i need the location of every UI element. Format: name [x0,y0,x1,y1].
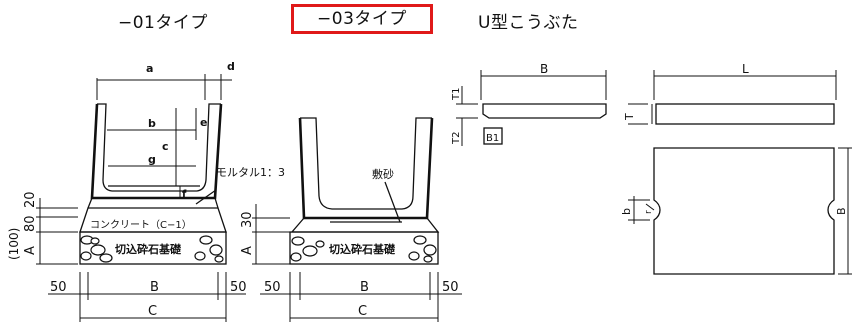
type03-dim-A: A [240,246,255,255]
cover-section-profile [482,103,607,119]
type03-gravel-stones [290,235,437,263]
type01-dim-B: B [150,280,159,295]
type01-gravel-stones [80,235,224,263]
type01-dim-50-right: 50 [230,280,247,295]
type01-dim-50-left: 50 [50,280,67,295]
type01-channel-inner [97,103,221,192]
cover-dim-b: b [620,208,633,215]
cover-section-drawing: B T1 T2 B1 [451,62,607,146]
type01-dim-f: f [182,189,187,200]
cover-plan-drawing: B b r [620,147,852,275]
type01-gravel-base [79,231,227,265]
type03-dim-30: 30 [240,211,255,228]
type03-dim-B: B [360,280,369,295]
cover-dim-L: L [742,62,749,76]
type01-dim-80: 80 [23,215,38,232]
type03-dim-50-right: 50 [442,280,459,295]
cover-dim-T2: T2 [451,132,462,145]
cover-dim-B: B [540,62,548,76]
type01-dim-e: e [200,116,207,129]
type01-dim-C: C [148,304,157,319]
type03-title-highlighted[interactable]: −03タイプ [291,4,433,34]
type03-gravel-base [289,231,439,265]
type01-dim-c: c [162,140,169,153]
type03-dim-C: C [358,304,367,319]
type01-channel-outer [90,103,223,200]
type01-dim-d: d [227,60,235,73]
type01-title: −01タイプ [118,13,208,33]
type01-dim-A: A [23,246,38,255]
type03-channel-inner [300,117,432,210]
type03-channel-outer [298,117,434,220]
cover-plan-outline [653,147,835,275]
type01-dim-a: a [146,62,153,75]
cover-dim-B1: B1 [486,133,499,144]
type01-gravel-label: 切込砕石基礎 [115,242,182,256]
type03-gravel-label: 切込砕石基礎 [329,242,396,256]
type01-drawing: 切込砕石基礎 コンクリート（C−1） モルタル1：3 a d b c e g f… [7,60,285,322]
type01-dim-g: g [148,153,156,166]
type01-dim-b: b [148,117,156,130]
cover-dim-T: T [623,113,636,121]
cover-dim-r: r [644,210,654,214]
cover-side-profile [655,103,835,125]
type03-dim-50-left: 50 [264,280,281,295]
cover-dim-B-side: B [835,207,848,215]
type03-drawing: 敷砂 切込砕石基礎 30 A 50 B 50 C [240,117,462,322]
u-cover-title: U型こうぶた [478,13,579,33]
type01-dim-20: 20 [23,191,38,208]
cover-side-drawing: L T [623,62,837,125]
type03-sand-label: 敷砂 [372,167,394,181]
cover-dim-T1: T1 [451,88,462,101]
type01-dim-100: (100) [7,228,21,260]
type01-concrete-label: コンクリート（C−1） [90,219,192,231]
type01-mortar-label: モルタル1：3 [216,166,285,179]
